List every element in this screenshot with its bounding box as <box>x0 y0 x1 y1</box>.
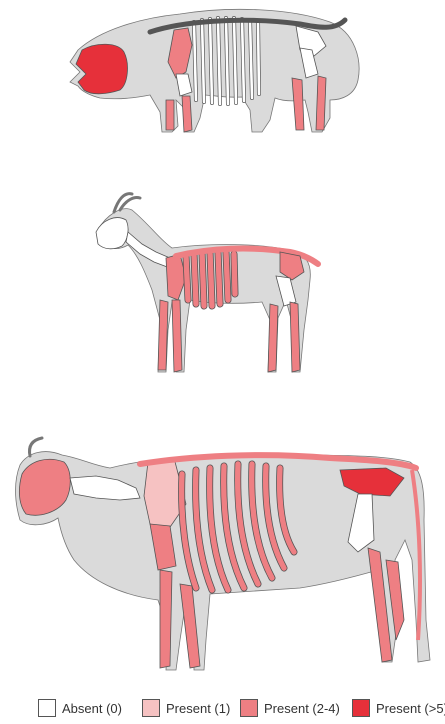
legend-swatch <box>142 699 160 717</box>
legend-item: Absent (0) <box>38 698 122 718</box>
legend-swatch <box>38 699 56 717</box>
legend-swatch <box>352 699 370 717</box>
pig-skull <box>76 44 127 94</box>
goat-hindleg-bones <box>268 302 300 372</box>
legend-swatch <box>240 699 258 717</box>
legend-label: Present (>5) <box>376 701 445 716</box>
skeleton-figure <box>0 0 445 690</box>
pig-diagram <box>70 9 359 132</box>
legend-item: Present (>5) <box>352 698 445 718</box>
legend-label: Present (1) <box>166 701 230 716</box>
legend-item: Present (1) <box>142 698 230 718</box>
legend-label: Absent (0) <box>62 701 122 716</box>
cow-diagram <box>16 438 431 670</box>
goat-diagram <box>96 194 318 372</box>
legend: Absent (0) Present (1) Present (2-4) Presen… <box>0 690 445 724</box>
goat-skull <box>96 218 128 249</box>
legend-label: Present (2-4) <box>264 701 340 716</box>
legend-item: Present (2-4) <box>240 698 340 718</box>
goat-ribs <box>186 252 235 306</box>
